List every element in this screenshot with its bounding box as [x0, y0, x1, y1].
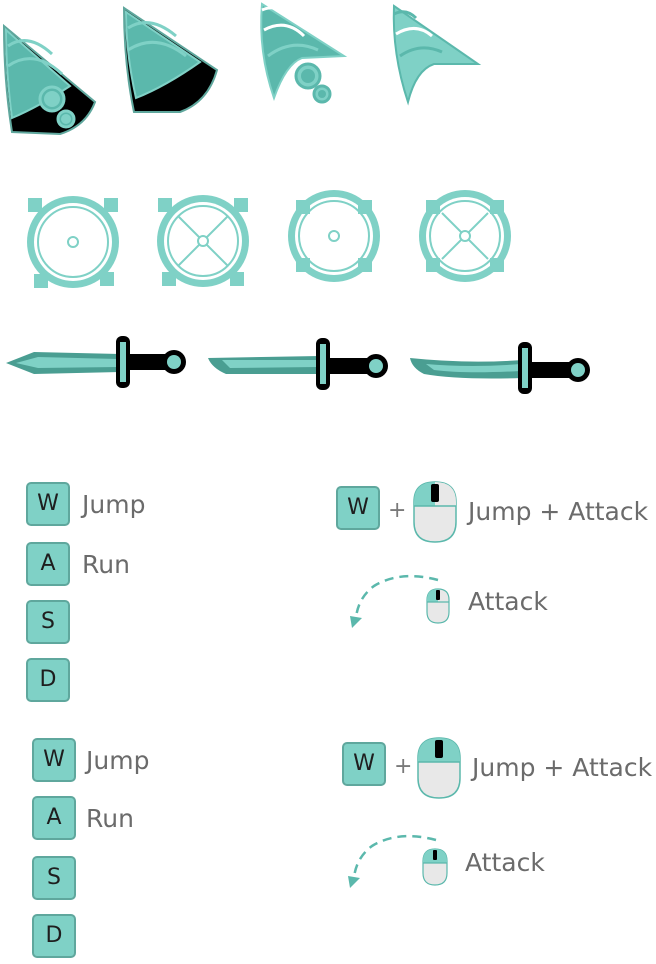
curved-sword-icon	[410, 342, 590, 394]
attack-label: Attack	[465, 848, 545, 877]
plus-sign: +	[388, 498, 407, 523]
key-a[interactable]: A	[26, 542, 70, 586]
plus-sign: +	[394, 754, 413, 779]
key-s[interactable]: S	[32, 856, 76, 900]
mouse-left-click-icon	[413, 481, 457, 543]
arrow-cursor-light-icon	[392, 4, 482, 106]
crosshair-dot-brackets-icon	[288, 190, 380, 282]
key-d[interactable]: D	[32, 914, 76, 958]
attack-label: Attack	[468, 587, 548, 616]
key-w[interactable]: W	[26, 482, 70, 526]
combo-key-w[interactable]: W	[336, 486, 380, 530]
key-d[interactable]: D	[26, 658, 70, 702]
key-w[interactable]: W	[32, 738, 76, 782]
key-s[interactable]: S	[26, 600, 70, 644]
dashed-arc-arrow-icon	[348, 834, 437, 888]
long-sword-icon	[208, 338, 388, 390]
mouse-click-icon	[426, 588, 450, 624]
dagger-sword-icon	[6, 336, 186, 388]
arrow-cursor-solid-plain-icon	[122, 6, 219, 113]
combo-key-w[interactable]: W	[342, 742, 386, 786]
crosshair-dot-icon	[27, 196, 119, 288]
crosshair-cross-brackets-icon	[419, 190, 511, 282]
mouse-click-icon	[422, 848, 448, 886]
jump-attack-label: Jump + Attack	[472, 753, 653, 782]
crosshair-cross-icon	[157, 195, 249, 287]
run-label: Run	[86, 804, 134, 833]
arrow-cursor-light-dots-icon	[260, 2, 348, 104]
run-label: Run	[82, 550, 130, 579]
jump-label: Jump	[82, 490, 146, 519]
dashed-arc-arrow-icon	[350, 574, 439, 628]
jump-attack-label: Jump + Attack	[468, 497, 649, 526]
arrow-cursor-solid-icon	[2, 23, 97, 136]
jump-label: Jump	[86, 746, 150, 775]
key-a[interactable]: A	[32, 796, 76, 840]
mouse-left-click-icon	[417, 737, 461, 799]
